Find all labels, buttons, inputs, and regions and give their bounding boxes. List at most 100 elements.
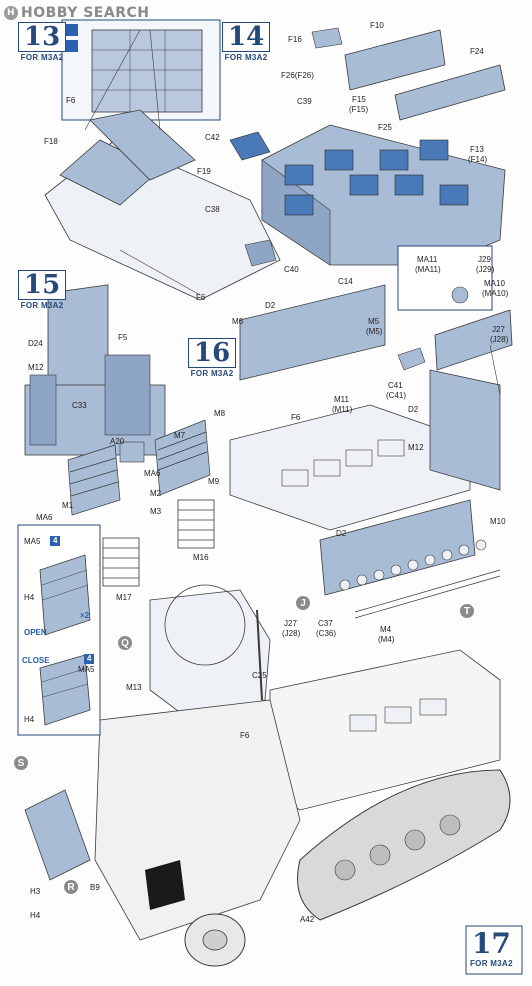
part-label: MA5 [78, 665, 95, 674]
part-label: MA11 [417, 255, 438, 264]
part-label: M1 [62, 501, 74, 510]
part-label: (MA10) [482, 289, 509, 298]
part-label: J27 [284, 619, 297, 628]
part-label: F25 [378, 123, 392, 132]
step-17-number: 17 [471, 927, 511, 960]
part-label: (C36) [316, 629, 337, 638]
part-label: D2 [265, 301, 276, 310]
callout-j: J [296, 596, 310, 610]
part-label: C37 [318, 619, 333, 628]
part-label: D2 [408, 405, 419, 414]
close-label: CLOSE [22, 656, 50, 665]
step-17-label: 17 FOR M3A2 [470, 927, 513, 969]
callout-r: R [64, 880, 78, 894]
part-label: (M11) [332, 405, 353, 414]
part-label: C41 [388, 381, 403, 390]
step17-vehicle [24, 569, 511, 967]
part-label: M4 [380, 625, 392, 634]
step-15-sub: FOR M3A2 [20, 301, 64, 310]
part-label: M11 [334, 395, 349, 404]
part-label: (F15) [349, 105, 369, 114]
step-15-label: 15 FOR M3A2 [18, 270, 67, 310]
part-label: MA6 [144, 469, 161, 478]
step-16-sub: FOR M3A2 [190, 369, 234, 378]
part-label: D24 [28, 339, 43, 348]
watermark: H HOBBY SEARCH [4, 4, 149, 22]
step-15-number: 15 [24, 270, 61, 300]
part-label: F6 [291, 413, 301, 422]
part-label: M2 [150, 489, 162, 498]
step-14-sub: FOR M3A2 [224, 53, 268, 62]
step15-assembly [24, 284, 215, 587]
part-label: M16 [193, 553, 209, 562]
part-label: M13 [126, 683, 142, 692]
part-label: F19 [197, 167, 211, 176]
step13-floor [44, 29, 281, 301]
part-label: M3 [150, 507, 162, 516]
part-label: F13 [470, 145, 484, 154]
part-label: M17 [116, 593, 132, 602]
part-label: B9 [90, 883, 100, 892]
step13-inset [61, 19, 221, 121]
callout-q: Q [118, 636, 132, 650]
part-label: (F14) [468, 155, 488, 164]
part-label: H4 [24, 715, 35, 724]
part-label: C14 [338, 277, 353, 286]
open-label: OPEN [24, 628, 47, 637]
step16-assembly [229, 245, 513, 596]
part-label: H3 [30, 887, 41, 896]
quantity-badge: ×2 [80, 611, 90, 620]
part-label: C25 [252, 671, 267, 680]
part-label: F6 [66, 96, 76, 105]
part-label: MA10 [484, 279, 505, 288]
part-label: M5 [368, 317, 380, 326]
part-label: A42 [300, 915, 315, 924]
step-14-label: 14 FOR M3A2 [222, 22, 271, 62]
part-label: MA6 [36, 513, 53, 522]
part-label: (M5) [366, 327, 383, 336]
quantity-badge: 4 [84, 654, 95, 664]
part-label: M7 [174, 431, 186, 440]
step-16-number: 16 [194, 338, 231, 368]
part-label: F16 [288, 35, 302, 44]
ma5-inset [17, 524, 101, 736]
step-13-sub: FOR M3A2 [20, 53, 64, 62]
part-label: A20 [110, 437, 125, 446]
part-label: H4 [24, 593, 35, 602]
part-label: M9 [208, 477, 220, 486]
callout-t: T [460, 604, 474, 618]
part-label: (M4) [378, 635, 395, 644]
part-label: J27 [492, 325, 505, 334]
part-label: (J29) [476, 265, 495, 274]
part-label: F15 [352, 95, 366, 104]
step-14-number: 14 [228, 22, 265, 52]
part-label: C40 [284, 265, 299, 274]
part-label: MA5 [24, 537, 41, 546]
part-label: H4 [30, 911, 41, 920]
part-label: F6 [196, 293, 206, 302]
watermark-logo-icon: H [4, 6, 18, 20]
part-label: F26(F26) [281, 71, 314, 80]
part-label: J29 [478, 255, 491, 264]
part-label: (C41) [386, 391, 407, 400]
part-label: F10 [370, 21, 384, 30]
part-label: M8 [214, 409, 226, 418]
part-label: M12 [28, 363, 44, 372]
part-label: M10 [490, 517, 506, 526]
part-label: (J28) [282, 629, 301, 638]
quantity-badge: 4 [50, 536, 61, 546]
part-label: M6 [232, 317, 244, 326]
step14-hull [229, 27, 506, 267]
part-label: D2 [336, 529, 347, 538]
part-label: C33 [72, 401, 87, 410]
part-label: F5 [118, 333, 128, 342]
part-label: F18 [44, 137, 58, 146]
part-label: F24 [470, 47, 484, 56]
step-13-number: 13 [24, 22, 61, 52]
step-16-label: 16 FOR M3A2 [188, 338, 237, 378]
part-label: M12 [408, 443, 424, 452]
step-13-label: 13 FOR M3A2 [18, 22, 67, 62]
part-label: (J28) [490, 335, 509, 344]
part-label: F6 [240, 731, 250, 740]
